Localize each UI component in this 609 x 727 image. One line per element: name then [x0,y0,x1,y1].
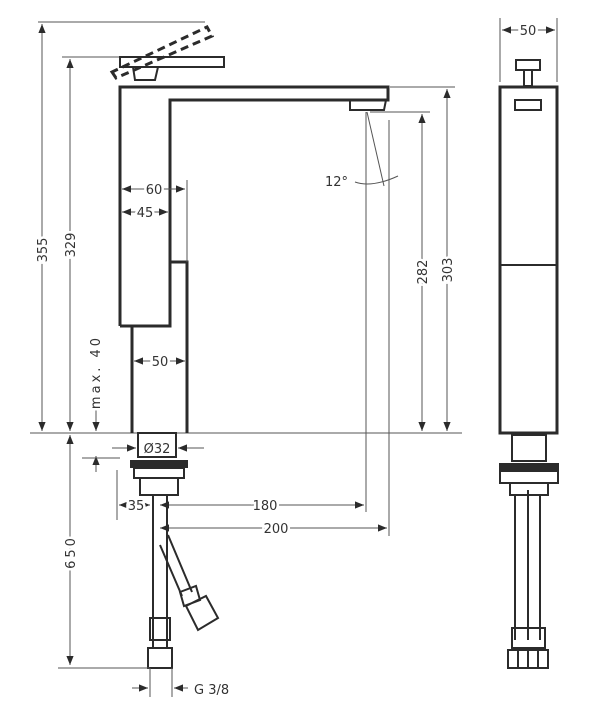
mounting-nut [133,467,185,479]
faucet-body [118,85,390,433]
mounting-plate-side [499,463,559,471]
handle [119,56,225,68]
dimension-label-282: 282 [416,260,431,285]
shank [137,432,177,458]
mounting-sleeve [139,477,179,496]
aerator [349,99,387,111]
dimension-label-303: 303 [441,258,456,283]
side-view: 50 [498,18,559,669]
hose-angled [159,534,193,597]
dimension-label-max-40: max. 40 [89,335,104,409]
hose-fitting [147,617,173,669]
body-side [498,85,559,435]
angle-arc [354,175,399,185]
aerator-side [514,99,542,111]
dimension-label-50: 50 [152,355,169,370]
hose-fitting-angled [178,584,220,632]
handle-cartridge [132,66,159,81]
handle-side [515,59,541,87]
hose-straight [152,495,168,640]
dimension-label-35: 35 [128,499,145,514]
handle-open-position [109,25,215,80]
spout-angle-line [366,111,385,187]
angle-label-12: 12° [325,175,348,190]
dimension-label-32: Ø32 [144,442,171,457]
dimension-label-side-50: 50 [520,24,537,39]
dimension-label-650: 650 [64,535,79,569]
dimension-label-355: 355 [36,238,51,263]
dimension-label-180: 180 [253,499,278,514]
hose-fittings-side [507,627,549,669]
shank-side [511,434,547,462]
front-view: 355 329 60 45 50 max. 40 12° 282 303 [30,21,462,698]
dimension-label-200: 200 [264,522,289,537]
hoses-side [514,490,541,640]
dimension-label-60: 60 [146,183,163,198]
mounting-nut-side [499,470,559,484]
dimension-label-45: 45 [137,206,154,221]
dimension-label-g38: G 3/8 [194,683,229,698]
mounting-plate [130,460,188,468]
dimension-label-329: 329 [64,233,79,258]
